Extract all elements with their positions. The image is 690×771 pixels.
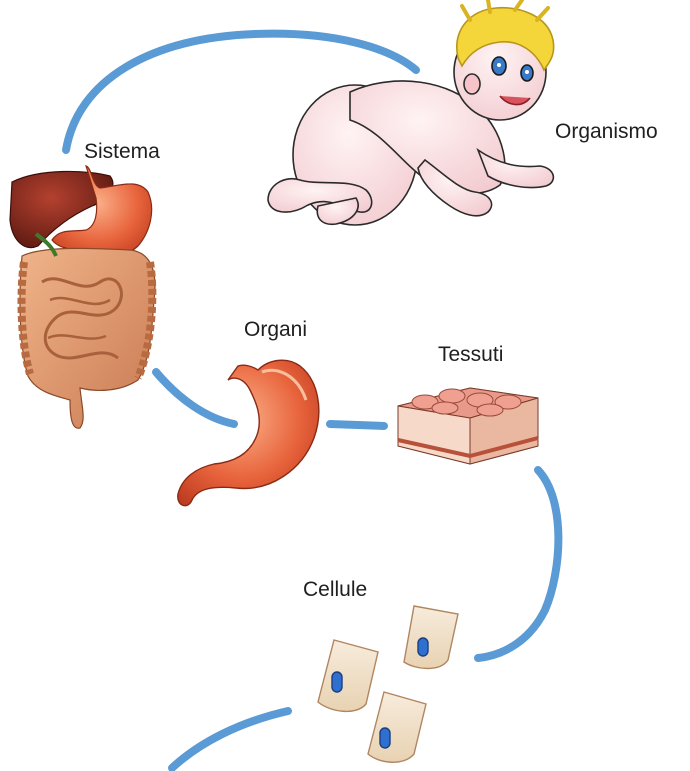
digestive-system-icon — [10, 166, 155, 428]
label-tessuti: Tessuti — [438, 343, 503, 367]
connector-cellule-bottom — [172, 711, 288, 768]
cell — [404, 606, 458, 669]
label-organi: Organi — [244, 318, 307, 342]
connector-organi-tessuti — [330, 424, 384, 426]
stomach-icon — [178, 360, 319, 505]
tissue-block-icon — [398, 388, 538, 464]
cell — [368, 692, 426, 762]
label-organismo: Organismo — [555, 120, 658, 144]
label-sistema: Sistema — [84, 140, 160, 164]
cell — [318, 640, 378, 711]
label-cellule: Cellule — [303, 578, 367, 602]
connector-tessuti-cellule — [478, 470, 558, 658]
connector-sistema-organi — [156, 372, 234, 424]
cells-icon — [318, 606, 458, 762]
